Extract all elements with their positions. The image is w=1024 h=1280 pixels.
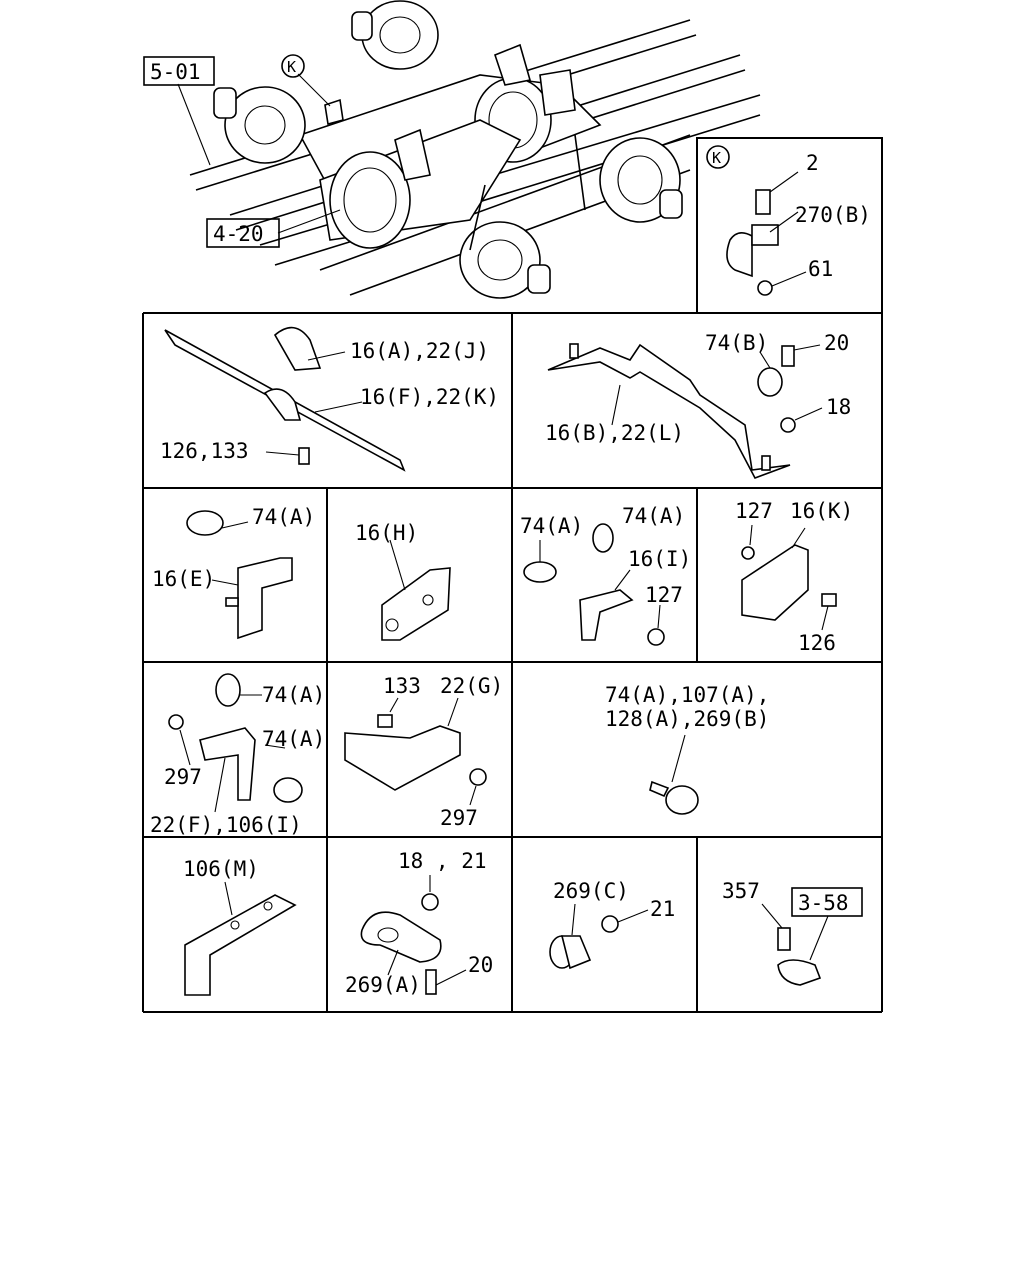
panel-357: 357 <box>722 879 829 986</box>
panel-106m: 106(M) <box>183 857 297 996</box>
band-line1-label: 74(A),107(A), <box>605 683 769 707</box>
ref-box-501[interactable] <box>143 56 215 86</box>
k-bolt-label: 2 <box>806 151 819 175</box>
p106m-bracket-label: 106(M) <box>183 857 259 881</box>
ref-420-label: 4-20 <box>213 222 264 246</box>
p16k-nut-label: 127 <box>735 499 773 523</box>
p22f-clip-lower-label: 74(A) <box>262 727 325 751</box>
p22f-clip-top-label: 74(A) <box>262 683 325 707</box>
p357-bolt-label: 357 <box>722 879 760 903</box>
p269a-bolt-label: 20 <box>468 953 493 977</box>
p269a-clamp-label: 269(A) <box>345 973 421 997</box>
panel-16b: 16(B),22(L) 74(B) 20 18 <box>545 331 851 479</box>
p16b-clip-label: 74(B) <box>705 331 768 355</box>
p16h-bracket-label: 16(H) <box>355 521 418 545</box>
callout-k-panel-label: K <box>712 149 721 167</box>
panel-22g: 133 22(G) 297 <box>344 674 503 830</box>
p16e-clip-label: 74(A) <box>252 505 315 529</box>
k-clip-label: 270(B) <box>795 203 871 227</box>
panel-16a: 16(A),22(J) 16(F),22(K) 126,133 <box>160 326 499 472</box>
p16i-bracket-label: 16(I) <box>628 547 691 571</box>
p16b-nut-label: 18 <box>826 395 851 419</box>
p22g-bolt-label: 133 <box>383 674 421 698</box>
panel-22f: 74(A) 297 74(A) 22(F),106(I) <box>150 673 325 837</box>
ref-501-label: 5-01 <box>150 60 201 84</box>
p16a-bolts-label: 126,133 <box>160 439 249 463</box>
panel-269c: 269(C) 21 <box>549 879 675 970</box>
ref-358-label: 3-58 <box>798 891 849 915</box>
ref-box-358[interactable] <box>791 887 863 917</box>
ref-box-420[interactable] <box>206 218 280 248</box>
panel-band-clamp: 74(A),107(A), 128(A),269(B) <box>605 683 769 815</box>
panel-16k: 127 16(K) 126 <box>735 499 853 655</box>
p16i-nut-label: 127 <box>645 583 683 607</box>
p22g-bracket-label: 22(G) <box>440 674 503 698</box>
p16i-clip-right-label: 74(A) <box>622 504 685 528</box>
p16k-bracket-label: 16(K) <box>790 499 853 523</box>
p16i-clip-left-label: 74(A) <box>520 514 583 538</box>
p16a-lower-label: 16(F),22(K) <box>360 385 499 409</box>
axle-assembly-illustration <box>177 0 761 299</box>
p16k-bolt-label: 126 <box>798 631 836 655</box>
callout-k-circle <box>281 54 305 78</box>
p22f-bracket-label: 22(F),106(I) <box>150 813 302 837</box>
p22f-washer-label: 297 <box>164 765 202 789</box>
panel-grid <box>142 137 883 1013</box>
k-nut-label: 61 <box>808 257 833 281</box>
p22g-nut-label: 297 <box>440 806 478 830</box>
p269c-clamp-label: 269(C) <box>553 879 629 903</box>
panel-269a: 18 , 21 269(A) 20 <box>345 849 493 997</box>
panel-k-detail: K 2 270(B) 61 <box>706 145 871 296</box>
panel-16h: 16(H) <box>355 521 451 641</box>
callout-k-top-label: K <box>287 58 296 76</box>
band-line2-label: 128(A),269(B) <box>605 707 769 731</box>
panel-16e: 74(A) 16(E) <box>152 505 315 640</box>
p269a-nuts-label: 18 , 21 <box>398 849 487 873</box>
p16b-bolt-label: 20 <box>824 331 849 355</box>
panel-16i: 74(A) 74(A) 16(I) 127 <box>520 504 691 646</box>
p16a-upper-label: 16(A),22(J) <box>350 339 489 363</box>
p269c-nut-label: 21 <box>650 897 675 921</box>
p16b-bracket-label: 16(B),22(L) <box>545 421 684 445</box>
p16e-bracket-label: 16(E) <box>152 567 215 591</box>
